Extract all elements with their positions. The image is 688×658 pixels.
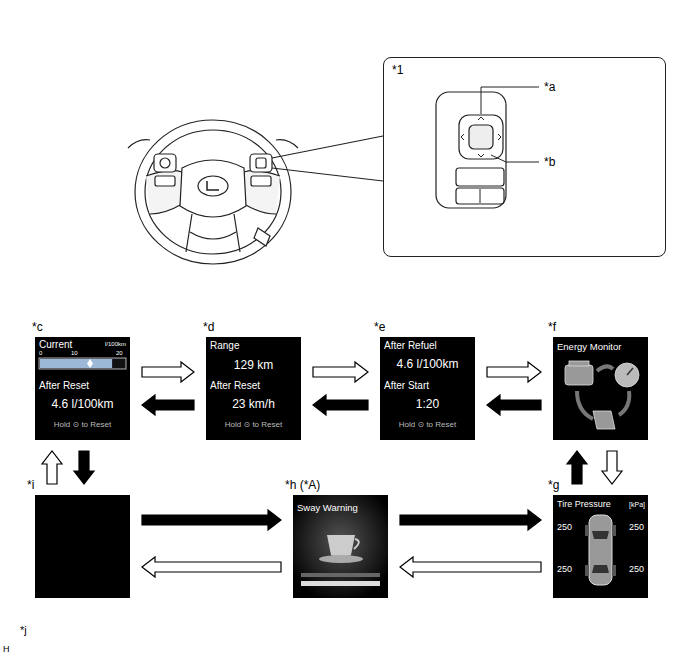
screen-graphic: [553, 495, 648, 598]
callout-label: *d: [203, 321, 214, 333]
screen-text: 250: [629, 523, 644, 532]
screen-text: 250: [557, 523, 572, 532]
flow-arrow: [487, 362, 541, 382]
flow-arrow: [602, 451, 622, 484]
callout-label: *f: [548, 321, 556, 333]
screen-text: l/100km: [105, 341, 126, 347]
flow-arrow: [313, 395, 368, 415]
display-screen: *cCurrent01020l/100kmAfter Reset4.6 l/10…: [35, 337, 130, 440]
flow-arrow: [567, 451, 587, 484]
flow-arrow: [74, 451, 94, 484]
screen-graphic: [35, 495, 130, 598]
flow-arrow: [487, 395, 541, 415]
callout-label: *b: [544, 156, 555, 168]
display-screen: *gTire Pressure[kPa]250250250250: [553, 495, 648, 598]
screen-text: After Refuel: [384, 341, 437, 351]
screen-text: After Start: [384, 381, 429, 391]
callout-label: *g: [548, 479, 559, 491]
display-screen: *i: [35, 495, 130, 598]
callout-label: *c: [32, 321, 43, 333]
screen-text: Tire Pressure: [557, 500, 611, 509]
flow-arrow: [313, 362, 368, 382]
display-screen: *eAfter Refuel4.6 l/100kmAfter Start1:20…: [380, 337, 475, 440]
screen-text: 129 km: [206, 359, 301, 371]
screen-text: 250: [629, 565, 644, 574]
screen-text: 0: [39, 350, 42, 356]
display-screen: *fEnergy Monitor: [553, 337, 648, 440]
screen-graphic: [384, 58, 667, 258]
screen-text: *1: [392, 64, 403, 76]
display-screen: *h (*A)Sway Warning: [293, 495, 388, 598]
flow-arrow: [400, 557, 541, 577]
display-screen: *dRange129 kmAfter Reset23 km/hHold ⊙ to…: [206, 337, 301, 440]
screen-text: After Reset: [210, 381, 260, 391]
screen-text: Hold ⊙ to Reset: [380, 421, 475, 429]
screen-text: [kPa]: [629, 501, 645, 508]
screen-text: 10: [71, 350, 78, 356]
screen-text: 23 km/h: [206, 398, 301, 410]
flow-arrow: [400, 510, 541, 530]
flow-arrow: [142, 395, 194, 415]
inset-frame: *1: [383, 57, 666, 257]
screen-text: Current: [39, 340, 72, 350]
callout-label: *e: [374, 321, 385, 333]
screen-text: 4.6 l/100km: [35, 398, 130, 410]
callout-label: *j: [20, 625, 27, 636]
screen-text: 1:20: [380, 398, 475, 410]
screen-text: Range: [210, 341, 239, 351]
callout-label: H: [3, 645, 10, 654]
screen-text: Hold ⊙ to Reset: [206, 421, 301, 429]
screen-text: 20: [116, 350, 123, 356]
screen-text: 4.6 l/100km: [380, 358, 475, 370]
screen-text: After Reset: [39, 381, 89, 391]
flow-arrow: [42, 451, 62, 484]
callout-label: *h (*A): [285, 479, 320, 491]
screen-text: Sway Warning: [297, 503, 358, 513]
flow-arrow: [142, 557, 281, 577]
screen-text: 250: [557, 565, 572, 574]
screen-text: Energy Monitor: [557, 342, 621, 352]
callout-label: *i: [27, 479, 34, 491]
flow-arrow: [142, 362, 194, 382]
callout-label: *a: [544, 81, 555, 93]
screen-text: Hold ⊙ to Reset: [35, 421, 130, 429]
screen-graphic: [553, 337, 648, 440]
flow-arrow: [142, 510, 281, 530]
